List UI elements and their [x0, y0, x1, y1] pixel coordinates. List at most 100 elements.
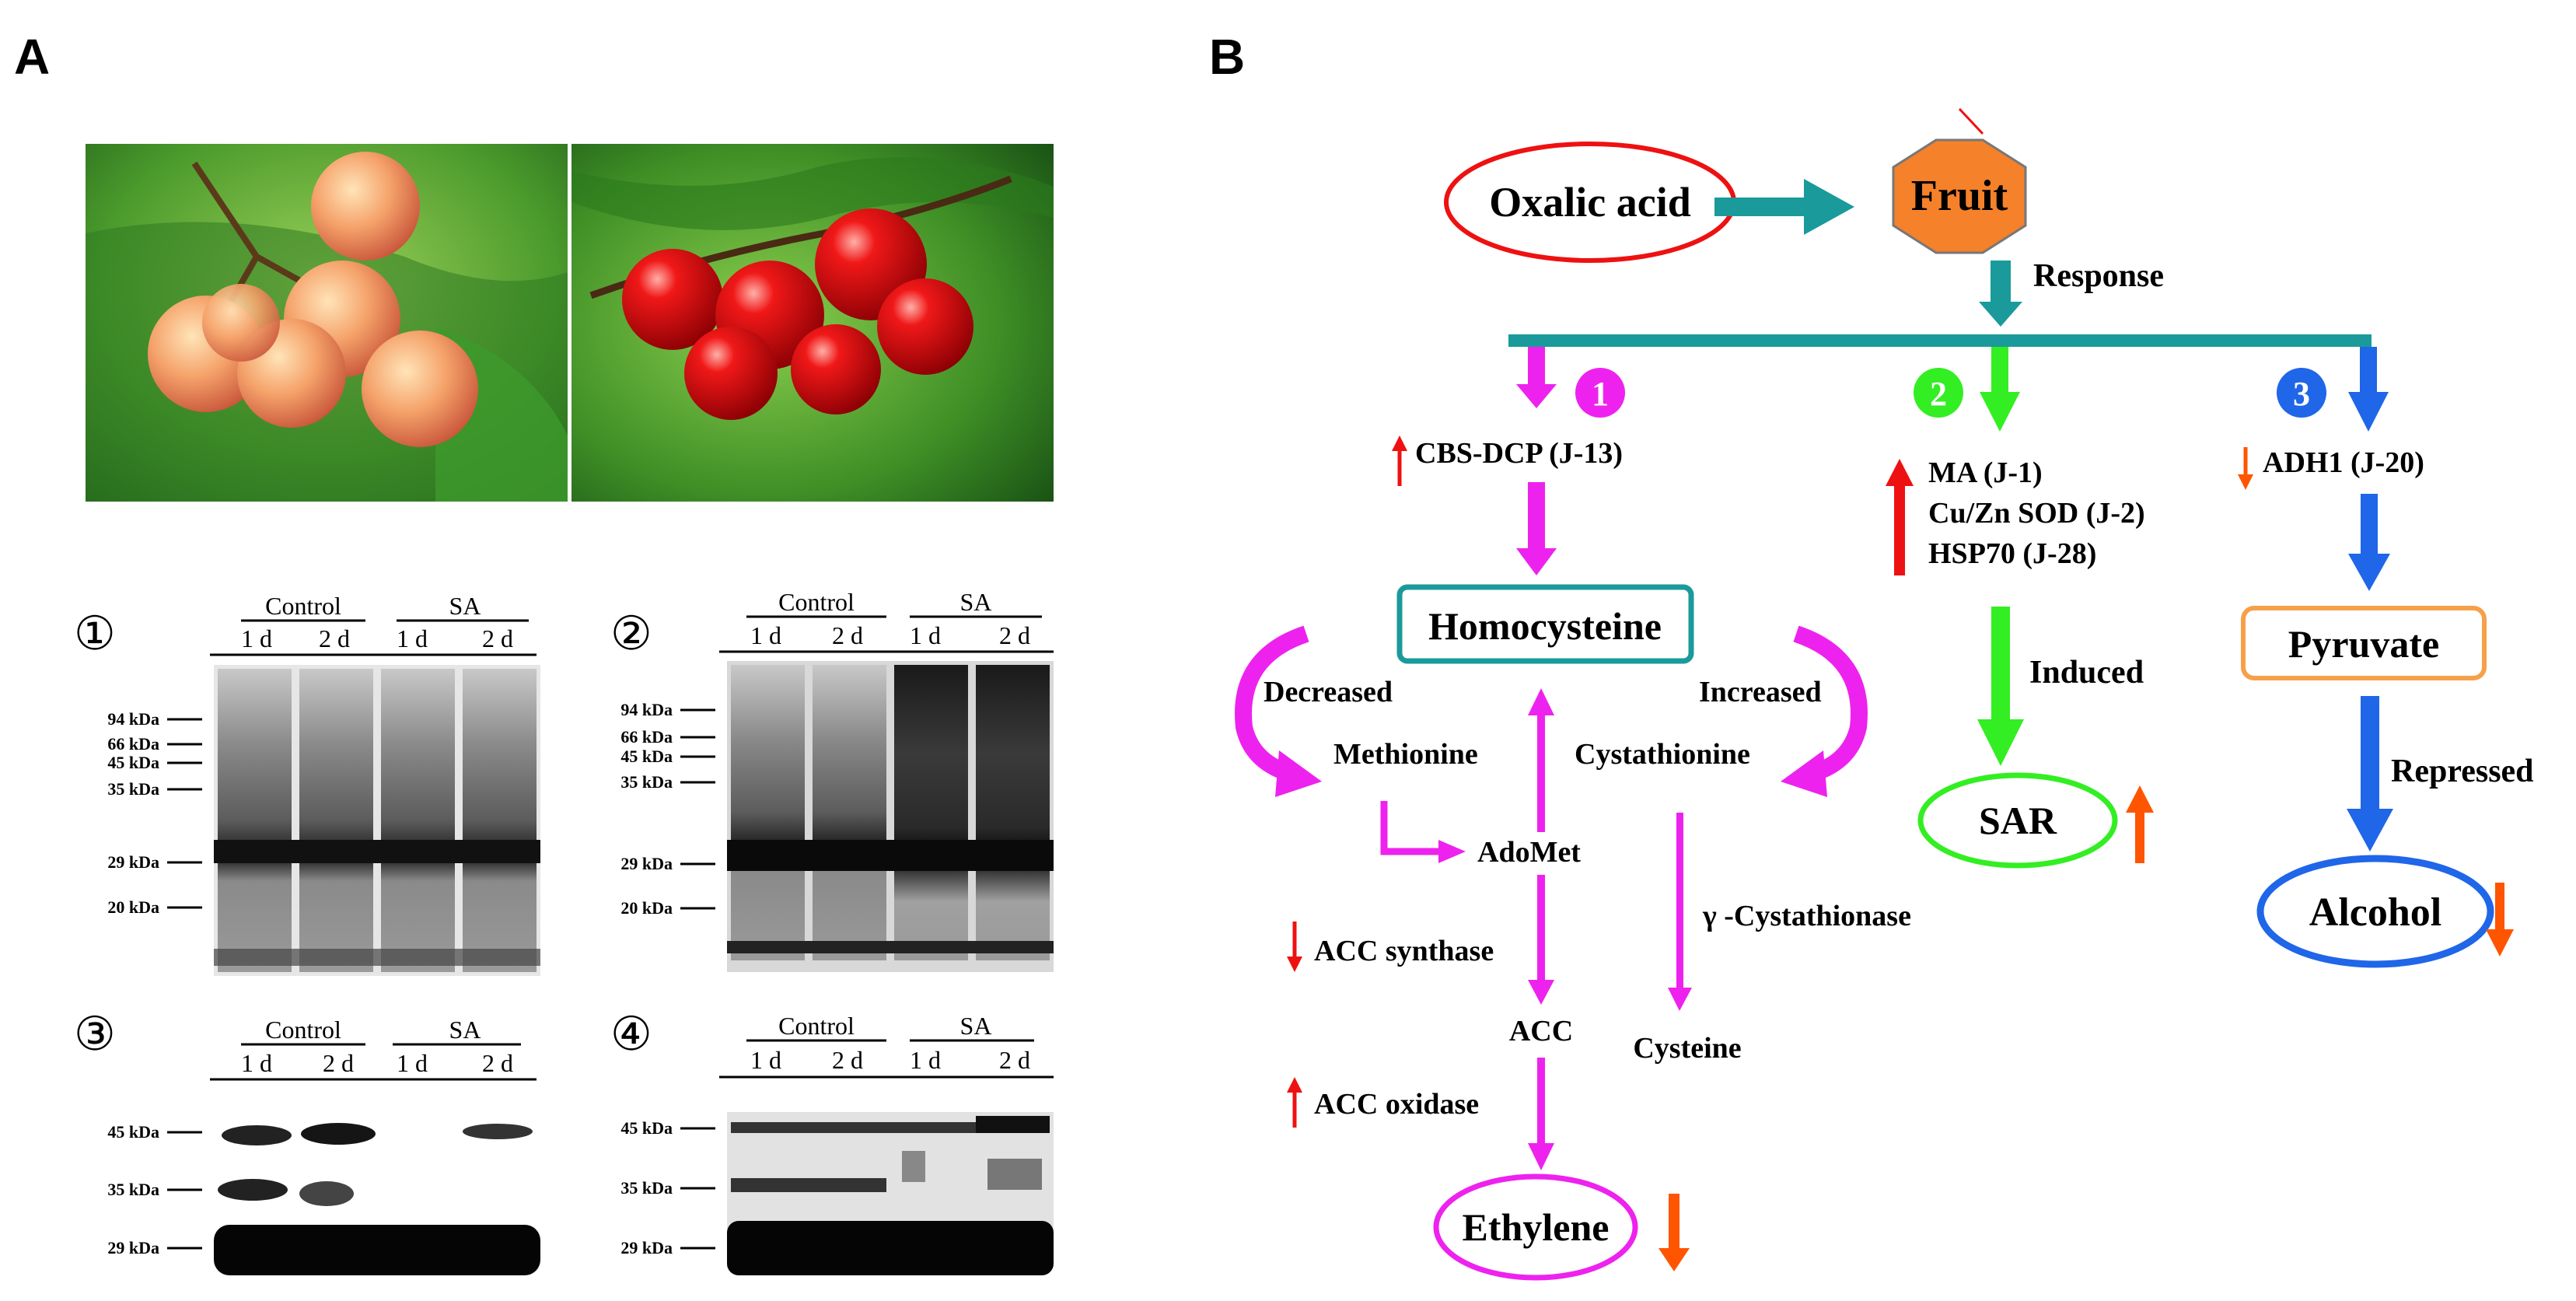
lane-label: 2 d — [319, 624, 350, 652]
cbs-dcp-label: CBS-DCP (J-13) — [1415, 437, 1623, 470]
blot-number: ③ — [74, 1009, 116, 1060]
cherry-photo-ripe — [571, 144, 1054, 502]
lane-label: 1 d — [750, 1046, 781, 1074]
arrow-branch-3 — [2348, 347, 2389, 432]
adh1-label: ADH1 (J-20) — [2263, 446, 2424, 479]
blot-number: ② — [610, 608, 652, 659]
marker-label: 35 kDa — [107, 779, 159, 799]
pathway-2-number: 2 — [1930, 375, 1947, 413]
arrow-adomet-to-homocysteine — [1528, 688, 1554, 832]
hsp70-label: HSP70 (J-28) — [1928, 537, 2096, 570]
panel-b-letter: B — [1209, 29, 1245, 85]
oxalic-acid-label: Oxalic acid — [1489, 179, 1690, 226]
marker-label: 29 kDa — [620, 1238, 673, 1257]
lane-label: 1 d — [910, 1046, 941, 1074]
lane-label: 1 d — [397, 624, 428, 652]
arrow-acc-to-ethylene — [1528, 1058, 1554, 1170]
decreased-label: Decreased — [1264, 676, 1393, 708]
alcohol-label: Alcohol — [2309, 890, 2441, 935]
arrow-response — [1979, 261, 2022, 327]
lane-label: 1 d — [750, 621, 781, 649]
pathway-1-number: 1 — [1592, 375, 1609, 413]
sar-node — [1917, 772, 2118, 869]
group-label-sa: SA — [960, 1012, 992, 1040]
marker-label: 45 kDa — [107, 753, 159, 772]
panel-a-letter: A — [14, 29, 50, 85]
up-arrow-icon — [1392, 435, 1407, 486]
blot-3: ③ Control SA 1 d 2 d 1 d 2 d 45 kDa 35 k… — [74, 1009, 540, 1275]
ethylene-node — [1433, 1173, 1638, 1281]
branch-bar — [1508, 334, 2372, 347]
blot-2: ② Control SA 1 d 2 d 1 d 2 d 94 kDa 66 k… — [610, 588, 1054, 972]
group-label-control: Control — [778, 1012, 855, 1040]
pyruvate-node — [2241, 606, 2487, 680]
arrow-repressed — [2347, 696, 2393, 852]
arrow-cbs-to-homocysteine — [1516, 482, 1557, 575]
repressed-label: Repressed — [2391, 754, 2534, 789]
pathway-3-badge — [2277, 368, 2326, 418]
methionine-label: Methionine — [1333, 738, 1478, 771]
group-label-sa: SA — [449, 1016, 481, 1044]
arrow-induced — [1977, 607, 2024, 766]
pathway-2-badge — [1914, 368, 1963, 418]
curved-arrow-decreased — [1235, 625, 1322, 797]
marker-label: 45 kDa — [107, 1122, 159, 1142]
arrow-oxalic-to-fruit — [1714, 179, 1854, 235]
adomet-label: AdoMet — [1477, 836, 1581, 869]
sar-label: SAR — [1979, 799, 2057, 842]
marker-label: 29 kDa — [620, 854, 673, 873]
group-label-control: Control — [778, 588, 855, 616]
lane-label: 1 d — [241, 624, 272, 652]
marker-label: 45 kDa — [620, 1118, 673, 1138]
cuzn-sod-label: Cu/Zn SOD (J-2) — [1928, 497, 2145, 530]
marker-label: 35 kDa — [107, 1180, 159, 1199]
arrow-adh-to-pyruvate — [2348, 494, 2390, 591]
marker-label: 35 kDa — [620, 772, 673, 792]
arrow-branch-1 — [1516, 347, 1557, 408]
pyruvate-label: Pyruvate — [2288, 622, 2439, 666]
group-label-sa: SA — [960, 588, 992, 616]
marker-label: 29 kDa — [107, 852, 159, 872]
induced-label: Induced — [2029, 655, 2144, 691]
fruit-label: Fruit — [1911, 172, 2008, 220]
lane-label: 1 d — [397, 1049, 428, 1077]
lane-label: 2 d — [323, 1049, 354, 1077]
pathway-3-number: 3 — [2293, 375, 2310, 413]
alcohol-node — [2256, 855, 2494, 968]
up-arrow-icon — [1886, 459, 1914, 575]
lane-label: 2 d — [482, 1049, 513, 1077]
pathway-1-badge — [1575, 368, 1625, 418]
group-label-control: Control — [265, 1016, 341, 1044]
down-arrow-icon — [2238, 447, 2253, 490]
marker-label: 35 kDa — [620, 1178, 673, 1198]
lane-label: 2 d — [999, 1046, 1030, 1074]
group-label-control: Control — [265, 592, 341, 620]
arrow-adomet-to-acc — [1528, 875, 1554, 1005]
marker-label: 66 kDa — [620, 727, 673, 747]
lane-label: 2 d — [832, 621, 863, 649]
acc-synthase-label: ACC synthase — [1314, 935, 1494, 967]
marker-label: 29 kDa — [107, 1238, 159, 1257]
marker-label: 94 kDa — [107, 709, 159, 729]
gamma-cystathionase-label: γ -Cystathionase — [1702, 900, 1911, 932]
arrow-methionine-to-adomet — [1380, 801, 1466, 863]
cystathionine-label: Cystathionine — [1575, 738, 1750, 771]
acc-label: ACC — [1509, 1015, 1573, 1047]
blot-number: ① — [74, 608, 116, 659]
ma-label: MA (J-1) — [1928, 456, 2043, 489]
lane-label: 1 d — [910, 621, 941, 649]
cherry-photo-unripe — [86, 144, 568, 502]
up-arrow-icon — [2126, 785, 2154, 863]
down-arrow-icon — [1658, 1194, 1690, 1271]
marker-label: 20 kDa — [620, 898, 673, 918]
cysteine-label: Cysteine — [1633, 1032, 1741, 1065]
acc-oxidase-label: ACC oxidase — [1314, 1088, 1479, 1121]
blot-4: ④ Control SA 1 d 2 d 1 d 2 d 45 kDa 35 k… — [610, 1009, 1054, 1275]
lane-label: 2 d — [832, 1046, 863, 1074]
marker-label: 66 kDa — [107, 734, 159, 754]
homocysteine-node — [1396, 584, 1694, 664]
group-label-sa: SA — [449, 592, 481, 620]
lane-label: 1 d — [241, 1049, 272, 1077]
homocysteine-label: Homocysteine — [1428, 604, 1662, 648]
down-arrow-icon — [2486, 883, 2514, 957]
